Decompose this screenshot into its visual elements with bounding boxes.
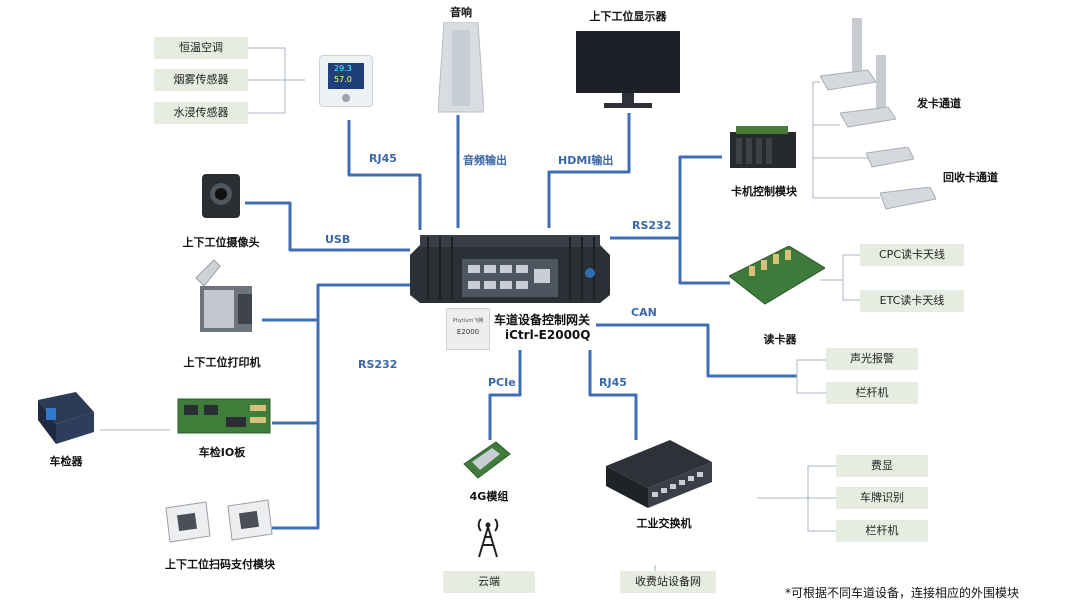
gateway-model: iCtrl-E2000Q	[505, 328, 591, 342]
port-hdmi: HDMI输出	[558, 154, 614, 167]
port-rs232-right: RS232	[632, 219, 672, 232]
wire-scanner	[272, 375, 320, 530]
water-sensor-box: 水浸传感器	[154, 102, 248, 124]
temp-reading: 29.3	[334, 64, 352, 73]
port-rj45-top: RJ45	[369, 152, 397, 165]
etc-antenna-box: ETC读卡天线	[860, 290, 964, 312]
footnote: *可根据不同车道设备，连接相应的外围模块	[785, 586, 1020, 600]
scanner-label: 上下工位扫码支付模块	[165, 558, 275, 571]
card-recycle-image-2	[879, 186, 937, 215]
scanner-image-1	[160, 500, 212, 548]
printer-image	[194, 258, 262, 344]
vehicle-detector-label: 车检器	[49, 455, 83, 468]
port-can: CAN	[631, 306, 657, 319]
speaker-label: 音响	[450, 6, 472, 19]
fee-display-box: 费显	[836, 455, 928, 477]
wire-hdmi	[547, 113, 631, 228]
wire-usb	[245, 201, 410, 252]
barrier-box-2: 栏杆机	[836, 520, 928, 542]
wire-rj45-bottom	[588, 350, 638, 440]
printer-label: 上下工位打印机	[183, 356, 261, 369]
cpc-antenna-box: CPC读卡天线	[860, 244, 964, 266]
gateway-device	[410, 225, 610, 303]
cpu-chip-image: Phytium飞腾 E2000	[446, 308, 490, 350]
wire-reader	[678, 238, 730, 285]
vehicle-detector-image	[36, 390, 96, 450]
alarm-box: 声光报警	[826, 348, 918, 370]
hvac-box: 恒温空调	[154, 37, 248, 59]
port-pcie: PCIe	[488, 376, 516, 389]
thin-switch	[757, 465, 836, 532]
port-rs232-left: RS232	[358, 358, 398, 371]
switch-label: 工业交换机	[636, 517, 692, 530]
monitor-image	[576, 31, 680, 113]
switch-image	[604, 438, 714, 514]
card-recycle-label: 回收卡通道	[943, 171, 998, 184]
gateway-name: 车道设备控制网关	[494, 313, 591, 327]
port-usb: USB	[325, 233, 351, 246]
speaker-image	[437, 21, 485, 120]
thin-sensors	[248, 47, 305, 114]
cloud-box: 云端	[443, 571, 535, 593]
card-issue-label: 发卡通道	[917, 97, 961, 110]
wire-rs232-right	[610, 155, 722, 240]
card-issue-image-2	[839, 55, 897, 139]
card-recycle-image-1	[865, 146, 915, 173]
camera-label: 上下工位摄像头	[182, 236, 260, 249]
reader-label: 读卡器	[763, 333, 797, 346]
humidity-reading: 57.0	[334, 75, 352, 84]
modem-label: 4G模组	[469, 490, 509, 503]
card-module-image	[730, 122, 800, 174]
modem-image	[462, 440, 512, 488]
reader-image	[728, 245, 826, 312]
antenna-tower-icon	[473, 513, 503, 563]
io-board-label: 车检IO板	[198, 446, 246, 459]
wire-pcie	[488, 350, 522, 440]
wire-rj45-top	[347, 120, 422, 230]
thin-can-boxes	[796, 359, 826, 394]
monitor-label: 上下工位显示器	[589, 10, 667, 23]
thin-antennas	[820, 254, 860, 301]
smoke-sensor-box: 烟雾传感器	[154, 69, 248, 91]
scanner-image-2	[222, 498, 274, 546]
io-board-image	[176, 395, 272, 441]
barrier-box-1: 栏杆机	[826, 382, 918, 404]
wire-rs232-left	[316, 283, 410, 375]
chip-model: E2000	[456, 328, 480, 336]
chip-brand: Phytium飞腾	[452, 318, 484, 324]
plate-recognition-box: 车牌识别	[836, 487, 928, 509]
card-module-label: 卡机控制模块	[731, 185, 797, 198]
port-rj45-bottom: RJ45	[599, 376, 627, 389]
wire-can	[596, 323, 797, 378]
port-audio: 音频输出	[463, 154, 507, 167]
thin-card	[812, 81, 880, 199]
toll-network-box: 收费站设备网	[620, 571, 716, 593]
temp-sensor-image: 29.3 57.0	[319, 55, 373, 107]
camera-image	[198, 170, 244, 226]
